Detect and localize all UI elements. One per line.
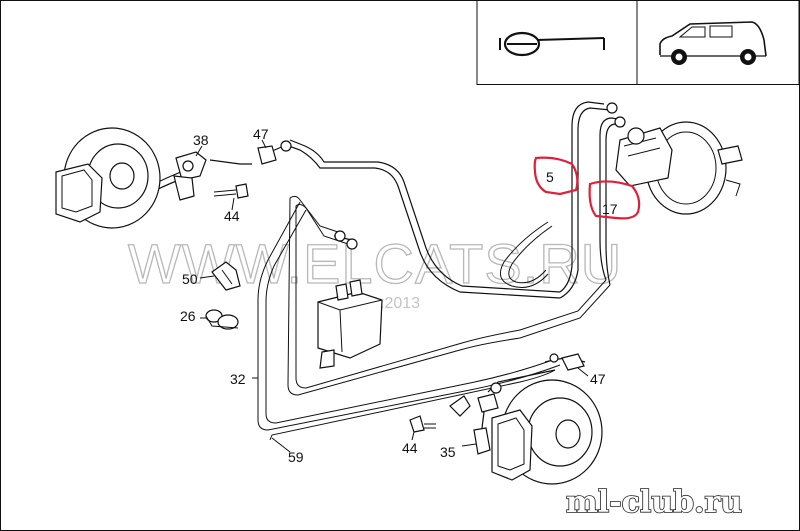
callout-32: 32 — [230, 371, 246, 387]
suv-vehicle-icon — [659, 21, 767, 65]
callout-44-bottom: 44 — [402, 440, 418, 456]
callout-17: 17 — [602, 201, 618, 217]
rear-brake-disc — [491, 379, 603, 485]
header-info-box — [476, 0, 800, 85]
abs-hydraulic-unit — [317, 230, 383, 369]
callout-59: 59 — [288, 449, 304, 465]
front-brake-disc — [55, 127, 161, 229]
watermark-text: WWW.ELCATS.RU — [128, 232, 622, 295]
site-logo: ml-club.ru — [566, 485, 742, 520]
leader-lines — [195, 139, 589, 453]
clip-47-top — [257, 140, 292, 165]
bolt-44-bottom — [409, 395, 471, 433]
highlight-circle-17 — [588, 180, 641, 220]
callout-47-bottom: 47 — [590, 371, 606, 387]
steering-wheel-icon — [499, 31, 605, 57]
brake-booster — [606, 102, 743, 215]
clip-47-bottom — [549, 353, 585, 371]
callout-38: 38 — [193, 132, 209, 148]
brake-hose-rear — [473, 382, 502, 455]
callout-47-top: 47 — [253, 126, 269, 142]
callout-26: 26 — [180, 308, 196, 324]
highlight-circle-5 — [533, 156, 579, 196]
brake-hose-front — [173, 151, 207, 201]
bolt-44-top — [213, 183, 249, 199]
callout-35: 35 — [440, 444, 456, 460]
clamp-26 — [205, 309, 239, 330]
callout-44-top: 44 — [224, 208, 240, 224]
bracket-50 — [211, 261, 241, 291]
callout-5: 5 — [546, 169, 554, 185]
callout-50: 50 — [182, 271, 198, 287]
